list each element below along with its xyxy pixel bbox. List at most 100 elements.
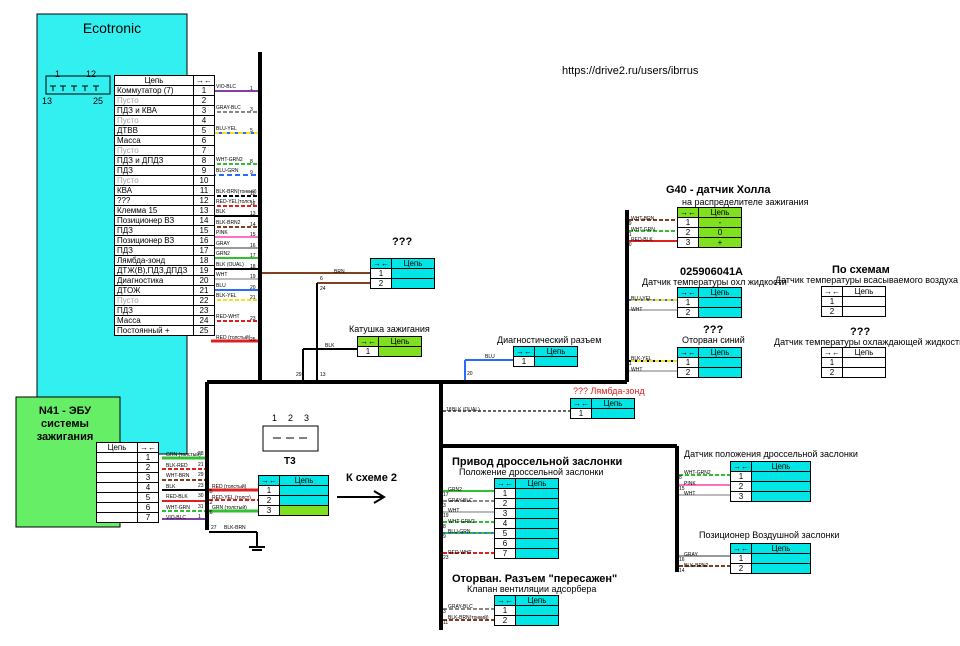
header-cep: Цепь — [279, 475, 329, 486]
t3-pin: 2 — [288, 413, 294, 423]
wire-pin-label: 21 — [198, 461, 204, 468]
n41-wires — [162, 456, 205, 520]
pin-value — [751, 471, 811, 482]
n41-title: N41 - ЭБУ системы зажигания — [36, 405, 94, 443]
wire-pin-label: 19 — [443, 513, 449, 519]
pin-function: ПДЗ — [114, 305, 194, 316]
wire-pin-label: 27 — [211, 525, 217, 531]
t3-pin: 1 — [272, 413, 278, 423]
pin-number: 7 — [193, 145, 215, 156]
pin-value: + — [698, 237, 742, 248]
pin-value — [842, 306, 886, 317]
wire-color-label: WHT — [216, 272, 228, 279]
wire-pin-label: 29 — [626, 221, 632, 227]
pin-function: Масса — [114, 135, 194, 146]
header-cep: Цепь — [391, 258, 435, 269]
wire-color-label: GRAY-BLC — [448, 604, 473, 610]
ecotronic-pin-label: 13 — [42, 96, 53, 106]
wire-pin-label: 13 — [250, 211, 256, 218]
wire-color-label: VIO-BLC — [166, 515, 187, 521]
pin-function: ПДЗ и ДПДЗ — [114, 155, 194, 166]
wire-color-label: BLK — [325, 343, 335, 349]
wire-pin-label: 15 — [250, 232, 256, 239]
wire-pin-label: 21 — [250, 295, 256, 301]
wire-color-label: GRN2 — [216, 251, 230, 258]
pin-value — [698, 307, 742, 318]
pin-value — [751, 563, 811, 574]
unknown1-wire — [262, 272, 370, 380]
wire-pin-label: 11 — [250, 190, 256, 197]
pin-number: 17 — [193, 245, 215, 256]
wire-pin-label: 12 — [207, 499, 213, 506]
pin-number: 2 — [494, 615, 516, 626]
header-cep: Цепь — [842, 286, 886, 297]
diag-wire — [464, 359, 514, 380]
header-cep: Цепь — [842, 347, 886, 358]
pin-number: 1 — [730, 553, 752, 564]
header-cep: Цепь — [698, 287, 742, 298]
throttle-subtitle: Положение дроссельной заслонки — [459, 467, 604, 477]
pin-function: Масса — [114, 315, 194, 326]
pin-number: 4 — [137, 482, 159, 493]
wire-color-label: WHT-GRN — [166, 504, 190, 511]
pin-number: 1 — [193, 85, 215, 96]
pin-value — [751, 491, 811, 502]
throttle-wires — [443, 490, 494, 554]
wire-color-label: BLU-YEL — [216, 125, 237, 132]
wire-color-label: BRN — [334, 269, 345, 275]
wire-pin-label: 14 — [679, 567, 685, 574]
pin-number: 25 — [193, 325, 215, 336]
pin-value — [591, 408, 635, 419]
pin-number: 1 — [570, 408, 592, 419]
diag-title: Диагностический разъем — [497, 335, 602, 345]
pin-function — [96, 492, 138, 503]
pin-number: 3 — [494, 508, 516, 519]
pin-function: КВА — [114, 185, 194, 196]
wire-pin-label: 28 — [198, 451, 204, 457]
pin-number: 2 — [258, 495, 280, 506]
wire-pin-label: 20 — [250, 284, 256, 291]
wire-color-label: BLK-BRN — [224, 525, 246, 531]
pin-value — [842, 367, 886, 378]
header-connector-symbol: →← — [193, 75, 215, 86]
wire-color-label: BLU-GRN — [448, 529, 471, 535]
lambda-title: ??? Лямбда-зонд — [573, 386, 645, 396]
wire-color-label: WHT — [448, 508, 460, 514]
wire-color-label: GRAY-BLC — [448, 497, 473, 504]
pin-function — [96, 462, 138, 473]
wire-color-label: RED (толстый) — [212, 484, 247, 490]
wire-color-label: RED-BLK — [166, 494, 188, 500]
wire-color-label: RED-BLK — [631, 237, 653, 243]
canister-title: Оторван. Разъем "пересажен" — [452, 573, 618, 585]
ecotronic-wires — [211, 90, 258, 343]
header-connector-symbol: →← — [494, 595, 516, 606]
pin-value — [378, 346, 422, 357]
wire-pin-label: 9 — [443, 534, 446, 540]
header-connector-symbol: →← — [570, 398, 592, 409]
pin-function — [96, 472, 138, 483]
wire-color-label: WHT-BRN — [631, 216, 655, 222]
pin-function — [96, 512, 138, 523]
wire-color-label: RED (толстый) — [216, 334, 251, 341]
hall-title: G40 - датчик Холла — [666, 184, 771, 196]
wire-pin-label: 8 — [443, 523, 446, 530]
wire-color-label: BLK-RED — [166, 462, 188, 469]
wire-pin-label: 25 — [250, 336, 256, 343]
wire-pin-label: 16 — [679, 557, 685, 563]
wire-color-label: RED-YEL (толст) — [212, 494, 251, 501]
pin-value — [515, 538, 559, 549]
pin-function: Лямбда-зонд — [114, 255, 194, 266]
pin-function: ПДЗ и КВА — [114, 105, 194, 116]
ecotronic-pin-label: 25 — [93, 96, 104, 106]
wire-color-label: BLK — [166, 483, 176, 490]
header-connector-symbol: →← — [677, 347, 699, 358]
pin-number: 2 — [730, 481, 752, 492]
wire-color-label: BLK-BRN2 — [684, 562, 709, 569]
